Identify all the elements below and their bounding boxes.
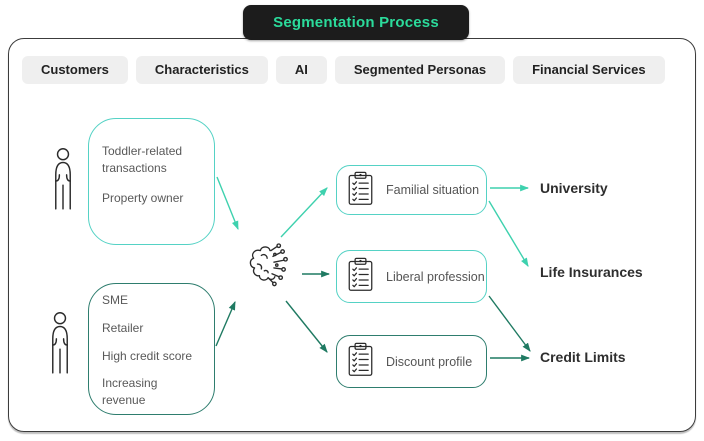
trait-label: Increasing revenue bbox=[102, 376, 158, 408]
stage-label-segmented-personas: Segmented Personas bbox=[334, 56, 506, 84]
checklist-icon bbox=[347, 171, 374, 210]
trait-label: High credit score bbox=[102, 348, 193, 363]
service-label-university: University bbox=[540, 180, 608, 196]
customer-traits-box-1: Toddler-related transactions Property ow… bbox=[88, 118, 215, 245]
trait-label: Property owner bbox=[102, 190, 184, 205]
process-stage-row: Customers Characteristics AI Segmented P… bbox=[22, 56, 665, 84]
trait-label: Retailer bbox=[102, 320, 144, 335]
title-banner: Segmentation Process bbox=[243, 5, 469, 40]
trait-label: SME bbox=[102, 293, 129, 307]
persona-label: Liberal profession bbox=[386, 269, 485, 284]
customer-traits-box-2: SME Retailer High credit score Increasin… bbox=[88, 283, 215, 415]
checklist-icon bbox=[347, 342, 374, 381]
stage-label-financial-services: Financial Services bbox=[513, 56, 665, 84]
person-icon bbox=[42, 311, 78, 375]
checklist-icon bbox=[347, 257, 374, 296]
persona-box-familial-situation: Familial situation bbox=[336, 165, 487, 215]
stage-label-characteristics: Characteristics bbox=[135, 56, 268, 84]
persona-label: Familial situation bbox=[386, 183, 480, 197]
trait-label: Toddler-related transactions bbox=[102, 144, 183, 175]
persona-box-liberal-profession: Liberal profession bbox=[336, 250, 487, 303]
persona-box-discount-profile: Discount profile bbox=[336, 335, 487, 388]
ai-brain-icon bbox=[242, 238, 300, 301]
stage-label-ai: AI bbox=[275, 56, 327, 84]
page-title: Segmentation Process bbox=[273, 14, 439, 31]
service-label-credit-limits: Credit Limits bbox=[540, 349, 626, 365]
persona-label: Discount profile bbox=[386, 354, 473, 369]
stage-label-customers: Customers bbox=[22, 56, 128, 84]
service-label-life-insurances: Life Insurances bbox=[540, 264, 643, 280]
person-icon bbox=[45, 147, 81, 211]
